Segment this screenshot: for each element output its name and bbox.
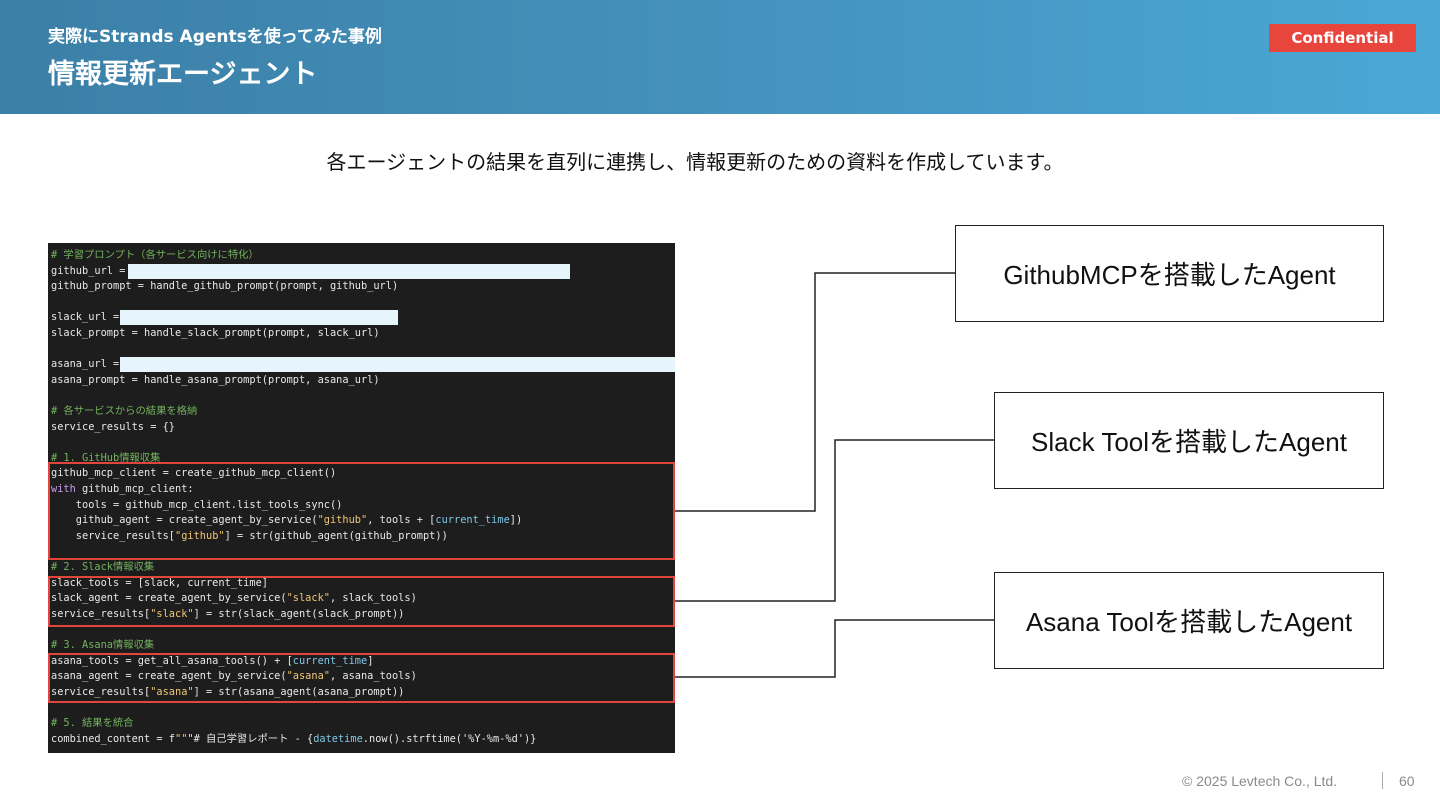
github-agent-label: GithubMCPを搭載したAgent	[1003, 260, 1336, 290]
code-line: service_results = {}	[51, 420, 175, 433]
code-line: # 2. Slack情報収集	[51, 561, 155, 573]
confidential-badge: Confidential	[1269, 24, 1416, 52]
code-line: github_mcp_client = create_github_mcp_cl…	[51, 467, 337, 480]
redacted-url-bar	[120, 310, 398, 326]
code-line: # 5. 結果を統合	[51, 717, 134, 729]
slack-agent-label: Slack Toolを搭載したAgent	[1031, 427, 1347, 457]
slack-code-highlight	[48, 576, 675, 627]
code-line: combined_content = f"""# 自己学習レポート - {dat…	[51, 732, 537, 745]
code-line: service_results["slack"] = str(slack_age…	[51, 607, 405, 620]
code-line: tools = github_mcp_client.list_tools_syn…	[51, 498, 343, 511]
github-code-highlight	[48, 462, 675, 560]
slack-agent-box: Slack Toolを搭載したAgent	[994, 392, 1384, 489]
code-line: slack_tools = [slack, current_time]	[51, 576, 268, 589]
code-line: service_results["asana"] = str(asana_age…	[51, 685, 405, 698]
code-line: # 各サービスからの結果を格納	[51, 405, 198, 417]
code-line: service_results["github"] = str(github_a…	[51, 529, 448, 542]
asana-agent-box: Asana Toolを搭載したAgent	[994, 572, 1384, 669]
page-number: 60	[1399, 773, 1415, 789]
footer-separator	[1382, 772, 1383, 789]
code-screenshot: # 学習プロンプト（各サービス向けに特化） github_url = github_…	[48, 243, 675, 753]
code-line: # 学習プロンプト（各サービス向けに特化）	[51, 249, 259, 261]
code-line: github_prompt = handle_github_prompt(pro…	[51, 280, 399, 293]
github-connector-line	[675, 272, 955, 512]
code-line: github_url =	[51, 264, 126, 277]
code-line: asana_agent = create_agent_by_service("a…	[51, 670, 417, 683]
copyright-text: © 2025 Levtech Co., Ltd.	[1182, 773, 1338, 789]
code-line: # 3. Asana情報収集	[51, 639, 155, 651]
code-line: github_agent = create_agent_by_service("…	[51, 514, 523, 527]
code-line: slack_prompt = handle_slack_prompt(promp…	[51, 327, 380, 339]
slide-subtitle: 各エージェントの結果を直列に連携し、情報更新のための資料を作成しています。	[326, 150, 1064, 174]
code-line: asana_tools = get_all_asana_tools() + [c…	[51, 654, 374, 667]
code-line: asana_url =	[51, 358, 120, 371]
github-agent-box: GithubMCPを搭載したAgent	[955, 225, 1384, 322]
slide-supertitle: 実際にStrands Agentsを使ってみた事例	[48, 27, 382, 47]
slack-connector-line	[675, 439, 994, 602]
asana-code-highlight	[48, 653, 675, 703]
redacted-url-bar	[128, 263, 570, 279]
code-line: slack_agent = create_agent_by_service("s…	[51, 592, 417, 605]
slide-header: 実際にStrands Agentsを使ってみた事例 情報更新エージェント Con…	[0, 0, 1440, 114]
code-line: asana_prompt = handle_asana_prompt(promp…	[51, 373, 380, 386]
code-line: with github_mcp_client:	[51, 483, 194, 495]
asana-agent-label: Asana Toolを搭載したAgent	[1025, 607, 1353, 637]
asana-connector-line	[675, 619, 994, 678]
code-line: # 1. GitHub情報収集	[51, 451, 161, 464]
redacted-url-bar	[120, 357, 675, 373]
slide-title: 情報更新エージェント	[48, 59, 318, 90]
code-line: slack_url =	[51, 311, 120, 324]
